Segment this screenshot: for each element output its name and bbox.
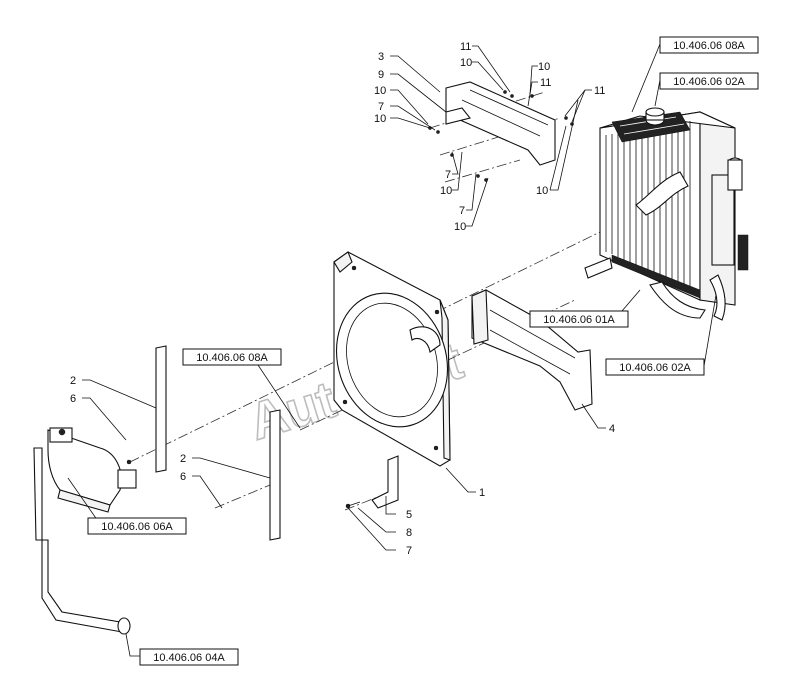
ref-box-radiator-top[interactable]: 10.406.06 02A <box>659 72 759 90</box>
ref-box-radiator-mid[interactable]: 10.406.06 01A <box>529 310 629 328</box>
mounting-bracket <box>345 455 399 509</box>
callout-10: 10 <box>460 57 472 69</box>
callout-5: 5 <box>406 509 412 521</box>
callout-10: 10 <box>454 221 466 233</box>
side-seal-strips <box>155 345 281 541</box>
lower-baffle-plate <box>471 289 593 411</box>
ref-box-hose[interactable]: 10.406.06 04A <box>139 648 239 666</box>
callout-10: 10 <box>440 185 452 197</box>
ref-label: 10.406.06 08A <box>196 352 268 364</box>
radiator-assembly <box>584 107 749 321</box>
callout-1: 1 <box>479 487 485 499</box>
callout-9: 9 <box>378 69 384 81</box>
ref-box-shroud[interactable]: 10.406.06 08A <box>182 348 282 366</box>
ref-label: 10.406.06 01A <box>543 314 615 326</box>
callout-10: 10 <box>538 61 550 73</box>
ref-label: 10.406.06 08A <box>673 40 745 52</box>
callout-6: 6 <box>70 393 76 405</box>
leader-lines <box>67 43 717 657</box>
callout-10: 10 <box>536 185 548 197</box>
callout-7: 7 <box>445 169 451 181</box>
fan-shroud <box>333 251 451 467</box>
callout-4: 4 <box>609 423 615 435</box>
callout-7: 7 <box>378 101 384 113</box>
callout-7: 7 <box>406 545 412 557</box>
ref-box-tank[interactable]: 10.406.06 06A <box>87 517 187 535</box>
callout-8: 8 <box>406 527 412 539</box>
callout-2: 2 <box>180 453 186 465</box>
ref-box-radiator-bottom[interactable]: 10.406.06 02A <box>605 358 705 376</box>
callout-numbers: 3 9 10 7 11 10 10 11 11 10 7 10 7 10 10 … <box>70 41 615 557</box>
ref-box-top-cap[interactable]: 10.406.06 08A <box>659 36 759 54</box>
callout-3: 3 <box>378 51 384 63</box>
callout-2: 2 <box>70 375 76 387</box>
ref-label: 10.406.06 04A <box>153 652 225 664</box>
ref-label: 10.406.06 06A <box>101 521 173 533</box>
callout-11: 11 <box>540 77 551 89</box>
callout-6: 6 <box>180 471 186 483</box>
top-baffle-plates <box>445 81 556 166</box>
callout-11: 11 <box>594 85 605 97</box>
expansion-tank <box>33 427 137 635</box>
callout-7: 7 <box>459 205 465 217</box>
callout-11: 11 <box>460 41 471 53</box>
callout-10: 10 <box>374 113 386 125</box>
ref-label: 10.406.06 02A <box>619 362 691 374</box>
ref-label: 10.406.06 02A <box>673 76 745 88</box>
callout-10: 10 <box>374 85 386 97</box>
